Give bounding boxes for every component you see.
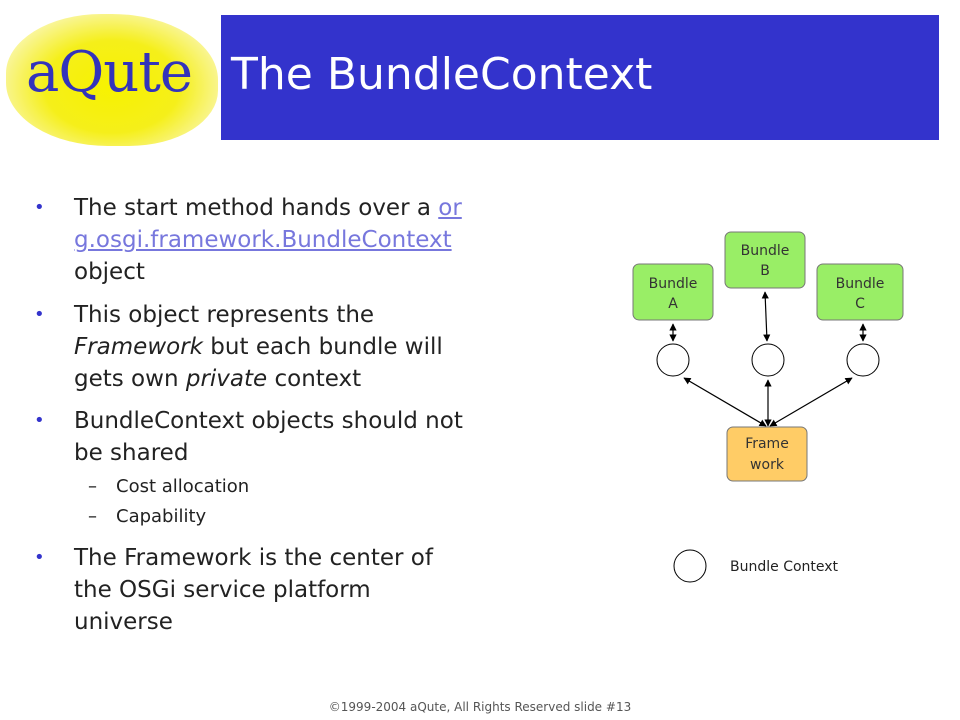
logo-text: aQute (26, 40, 193, 105)
bundle-b-label: B (760, 263, 770, 279)
fw-link-a (683, 377, 767, 427)
slide-title: The BundleContext (231, 49, 653, 100)
framework-label: Frame (745, 436, 789, 452)
sub-bullet-text: Cost allocation (116, 475, 250, 497)
bullet-start-method: • The start method hands over a org.osgi… (34, 192, 464, 289)
bundle-b-box (724, 231, 806, 289)
bundle-a-label: A (668, 296, 678, 312)
bullet-dot-icon: • (34, 197, 45, 218)
bullet-framework-private: • This object represents the Framework b… (34, 299, 464, 396)
logo-highlight (6, 14, 218, 146)
fw-link-c (769, 377, 853, 427)
bundle-b-context (751, 343, 785, 377)
legend-context-icon (673, 549, 707, 583)
bullet-not-shared: • BundleContext objects should not be sh… (34, 405, 464, 469)
bundle-context-diagram: Bundle A Bundle B Bundle C Frame work Bu… (632, 231, 904, 583)
bundle-a-context (656, 343, 690, 377)
bundlecontext-link[interactable]: org.osgi.framework.BundleContext (74, 195, 462, 254)
sub-bullet-capability: – Capability (88, 502, 464, 532)
dash-icon: – (88, 475, 97, 497)
title-bar: The BundleContext (221, 15, 939, 140)
bullet-text: object (74, 259, 145, 286)
bundle-c-context (846, 343, 880, 377)
bullet-text: but each bundle will gets own (74, 333, 443, 392)
bullet-text: This object represents the (74, 301, 375, 328)
bundle-a-box (632, 263, 714, 321)
bullet-text: The Framework is the center of the OSGi … (74, 544, 433, 635)
bullet-dot-icon: • (34, 303, 45, 325)
bundle-b-label: Bundle (741, 243, 790, 259)
bundle-c-label: C (855, 296, 865, 312)
framework-box (726, 426, 808, 482)
bullet-text: The start method hands over a (74, 195, 439, 221)
framework-label: work (750, 457, 785, 473)
legend-label: Bundle Context (730, 559, 839, 575)
sub-bullet-text: Capability (116, 505, 207, 527)
bullet-center: • The Framework is the center of the OSG… (34, 542, 464, 639)
bundle-c-label: Bundle (836, 276, 885, 292)
bullet-dot-icon: • (34, 546, 45, 568)
bullet-text: context (267, 365, 362, 392)
slide-footer: ©1999-2004 aQute, All Rights Reserved sl… (328, 700, 632, 714)
link-b (761, 291, 771, 342)
sub-bullet-cost: – Cost allocation (88, 472, 464, 502)
logo: aQute (0, 0, 225, 150)
bullet-dot-icon: • (34, 410, 45, 432)
dash-icon: – (88, 505, 97, 527)
bundle-c-box (816, 263, 904, 321)
bundle-a-label: Bundle (649, 276, 698, 292)
emphasis-framework: Framework (74, 333, 203, 360)
bullet-list: • The start method hands over a org.osgi… (34, 192, 464, 648)
emphasis-private: private (185, 365, 268, 392)
bullet-text: BundleContext objects should not be shar… (74, 408, 463, 467)
